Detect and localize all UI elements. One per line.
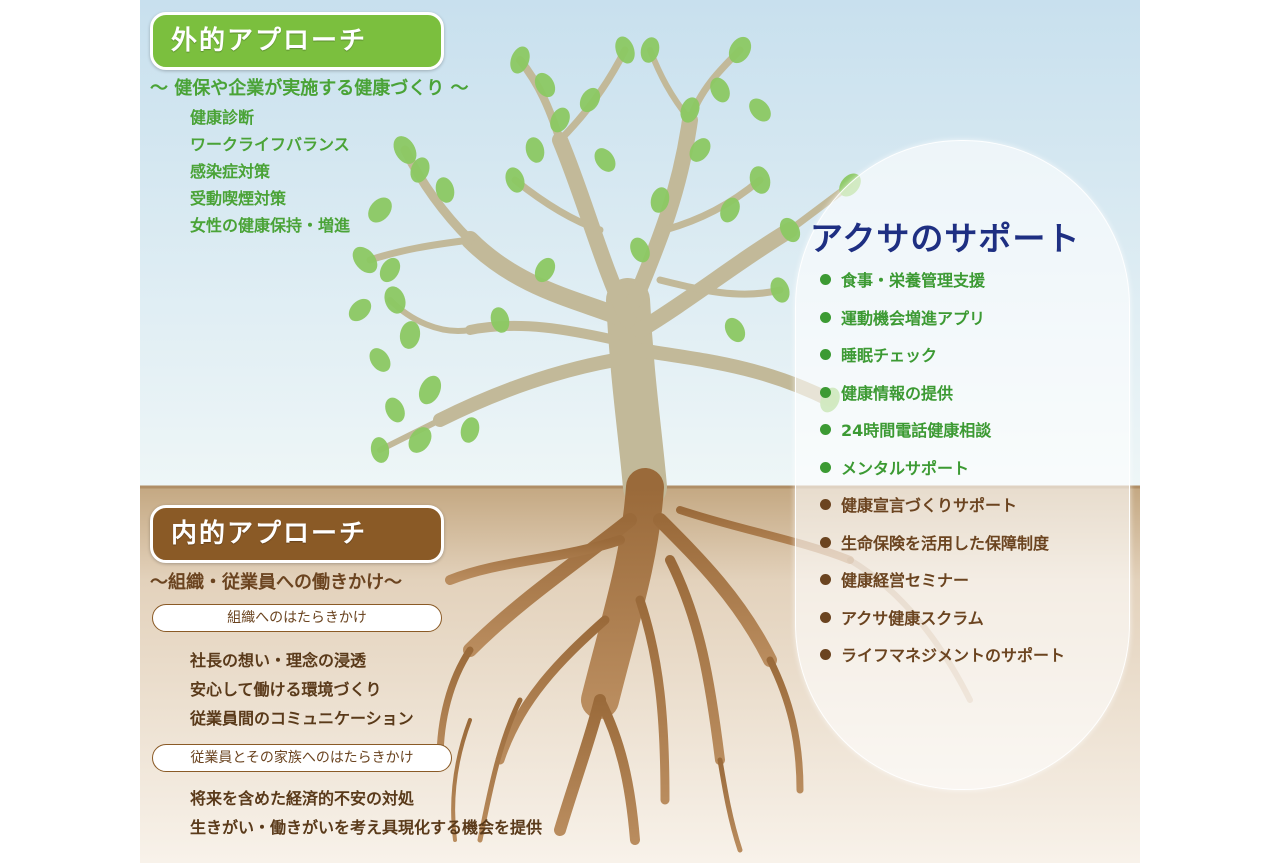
- support-item-label: アクサ健康スクラム: [841, 608, 984, 628]
- tree-roots: [436, 468, 973, 853]
- support-item: 健康情報の提供: [820, 375, 1065, 413]
- support-title: アクサのサポート: [810, 219, 1081, 258]
- bullet-dot-icon: [820, 574, 831, 585]
- organization-group-list: 社長の想い・理念の浸透 安心して働ける環境づくり 従業員間のコミュニケーション: [190, 646, 414, 733]
- support-item: アクサ健康スクラム: [820, 600, 1065, 638]
- support-item: 睡眠チェック: [820, 337, 1065, 375]
- list-item: 受動喫煙対策: [190, 189, 287, 208]
- bullet-dot-icon: [820, 499, 831, 510]
- list-item: 安心して働ける環境づくり: [190, 680, 382, 699]
- support-item-label: 睡眠チェック: [841, 346, 938, 365]
- support-item: 健康経営セミナー: [820, 562, 1065, 600]
- bullet-dot-icon: [820, 274, 831, 285]
- external-approach-title: 外的アプローチ: [150, 12, 444, 70]
- support-item-label: 健康宣言づくりサポート: [841, 496, 1018, 515]
- bullet-dot-icon: [820, 536, 831, 548]
- support-item-label: 生命保険を活用した保障制度: [841, 533, 1050, 553]
- support-item-label: 健康情報の提供: [841, 383, 954, 403]
- support-item-label: ライフマネジメントのサポート: [841, 646, 1066, 665]
- support-item: ライフマネジメントのサポート: [820, 637, 1065, 675]
- bullet-dot-icon: [820, 349, 831, 360]
- support-item: 生命保険を活用した保障制度: [820, 525, 1065, 563]
- support-panel: [795, 140, 1130, 790]
- support-item: メンタルサポート: [820, 450, 1065, 488]
- support-list: 食事・栄養管理支援 運動機会増進アプリ 睡眠チェック 健康情報の提供 24時間電…: [820, 262, 1065, 675]
- support-item: 食事・栄養管理支援: [820, 262, 1065, 300]
- list-item: 生きがい・働きがいを考え具現化する機会を提供: [190, 818, 543, 837]
- external-approach-list: 健康診断 ワークライフバランス 感染症対策 受動喫煙対策 女性の健康保持・増進: [190, 104, 350, 239]
- employee-family-group-label: 従業員とその家族へのはたらきかけ: [152, 744, 452, 772]
- bullet-dot-icon: [820, 386, 831, 398]
- support-item-label: 運動機会増進アプリ: [841, 308, 986, 328]
- bullet-dot-icon: [820, 424, 831, 435]
- external-approach-subtitle: ～ 健保や企業が実施する健康づくり ～: [150, 78, 469, 99]
- support-item-label: 食事・栄養管理支援: [841, 271, 986, 290]
- support-item: 24時間電話健康相談: [820, 412, 1065, 450]
- list-item: 女性の健康保持・増進: [190, 216, 351, 235]
- internal-approach-title: 内的アプローチ: [150, 505, 444, 563]
- support-item-label: 24時間電話健康相談: [841, 421, 992, 440]
- bullet-dot-icon: [820, 611, 831, 623]
- tree-leaves: [348, 36, 861, 463]
- list-item: 社長の想い・理念の浸透: [190, 651, 367, 670]
- support-item-label: メンタルサポート: [841, 458, 970, 478]
- list-item: 感染症対策: [190, 162, 271, 181]
- employee-family-group-list: 将来を含めた経済的不安の対処 生きがい・働きがいを考え具現化する機会を提供: [190, 784, 542, 842]
- organization-group-label: 組織へのはたらきかけ: [152, 604, 442, 632]
- list-item: 将来を含めた経済的不安の対処: [190, 789, 415, 808]
- bullet-dot-icon: [820, 461, 831, 473]
- support-item: 運動機会増進アプリ: [820, 300, 1065, 338]
- internal-approach-subtitle: ～組織・従業員への働きかけ～: [150, 572, 402, 593]
- list-item: 従業員間のコミュニケーション: [190, 709, 414, 728]
- bullet-dot-icon: [820, 311, 831, 323]
- list-item: ワークライフバランス: [190, 135, 350, 154]
- support-item-label: 健康経営セミナー: [841, 571, 970, 590]
- bullet-dot-icon: [820, 649, 831, 660]
- support-item: 健康宣言づくりサポート: [820, 487, 1065, 525]
- list-item: 健康診断: [190, 108, 255, 127]
